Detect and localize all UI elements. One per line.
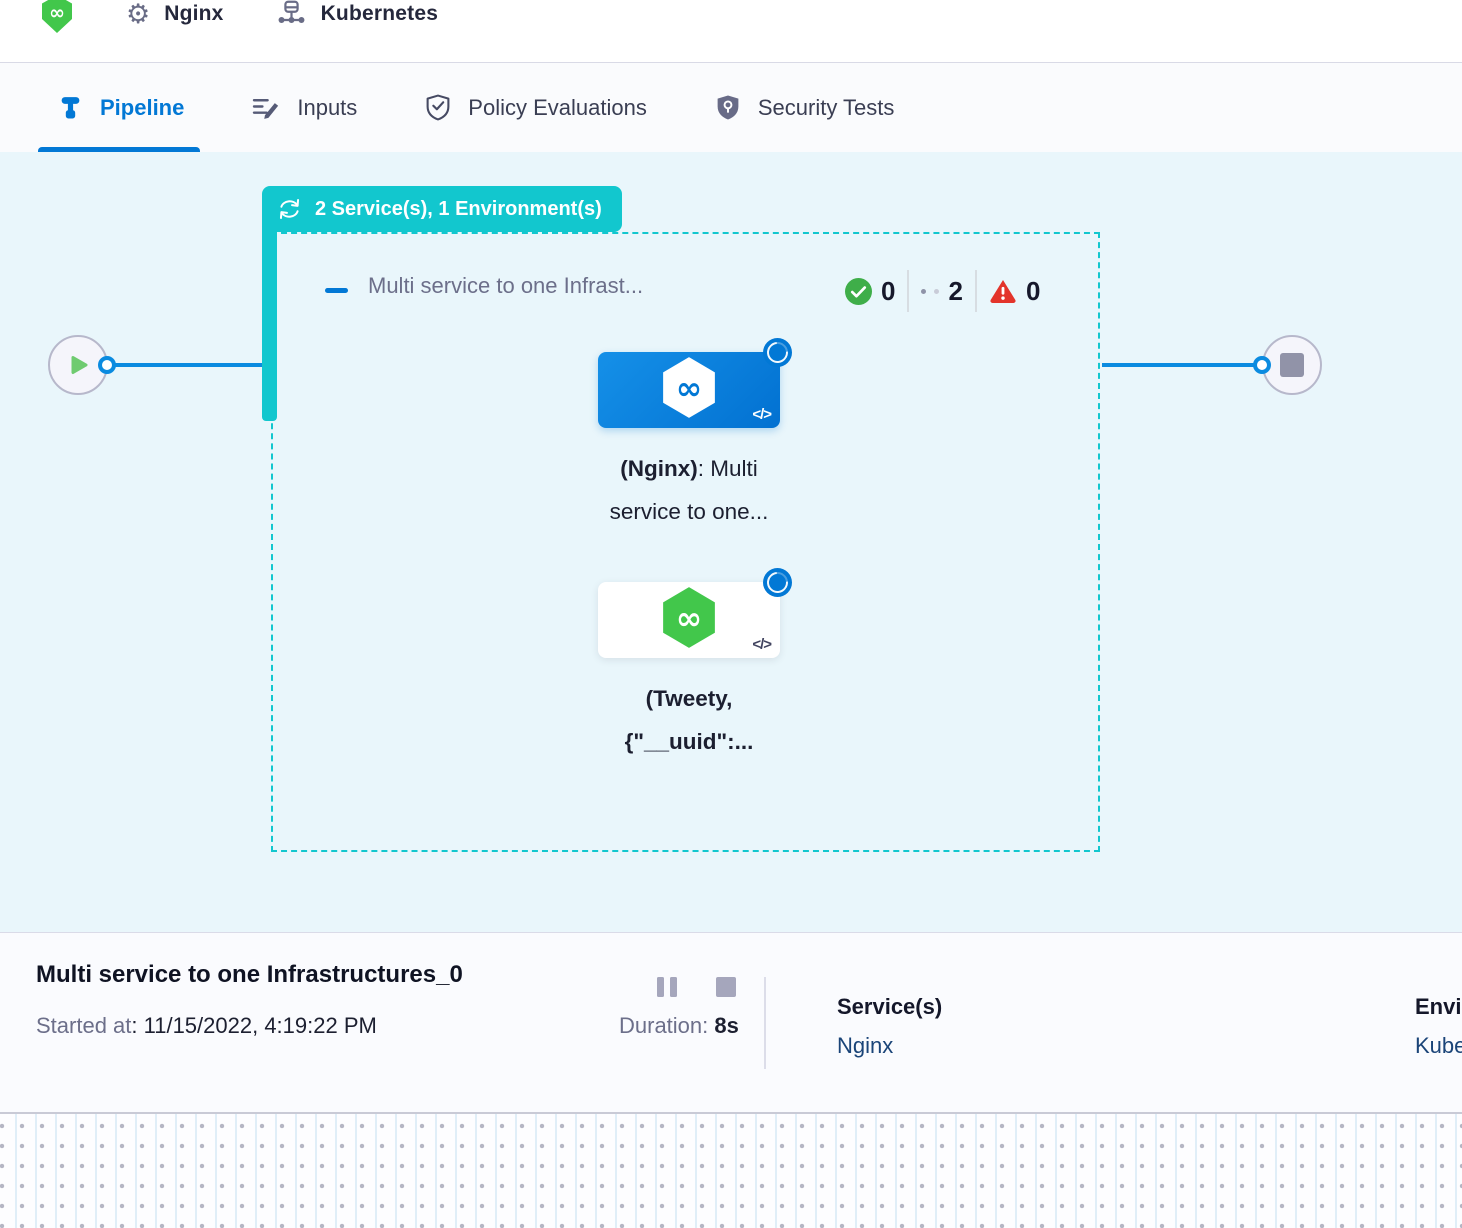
- service-node-nginx-label[interactable]: (Nginx): Multi service to one...: [609, 456, 769, 524]
- failed-warning-icon: [990, 280, 1016, 303]
- stage-header: Multi service to one Infrast... 0 2 0: [0, 269, 1462, 313]
- started-at-value: : 11/15/2022, 4:19:22 PM: [131, 1013, 377, 1038]
- harness-hexagon-icon: ∞: [663, 587, 715, 648]
- stop-square-icon: [1280, 353, 1304, 377]
- stage-status-counters: 0 2 0: [845, 269, 1040, 313]
- tab-security-tests[interactable]: Security Tests: [715, 63, 895, 152]
- environment-breadcrumb[interactable]: Kubernetes: [276, 0, 439, 30]
- counter-divider: [907, 270, 910, 312]
- security-shield-icon: [717, 95, 739, 120]
- svg-text:∞: ∞: [49, 2, 65, 24]
- svg-text:∞: ∞: [676, 371, 702, 407]
- service-name: Nginx: [164, 2, 224, 25]
- environments-label: Environment(s): [1415, 994, 1462, 1019]
- tab-pipeline-label: Pipeline: [100, 94, 185, 120]
- service-node-nginx[interactable]: ∞ </>: [598, 352, 780, 428]
- execution-summary-bar: Multi service to one Infrastructures_0 S…: [0, 932, 1462, 1112]
- running-spinner-badge: [763, 338, 792, 367]
- pipeline-canvas[interactable]: 2 Service(s), 1 Environment(s) Multi ser…: [0, 152, 1462, 932]
- code-icon: </>: [752, 406, 772, 423]
- tab-pipeline[interactable]: Pipeline: [38, 63, 201, 152]
- started-at-label: Started at: [36, 1013, 132, 1038]
- duration-value: 8s: [714, 1013, 739, 1038]
- services-label: Service(s): [837, 994, 943, 1019]
- console-grid-area[interactable]: [0, 1112, 1462, 1228]
- started-at: Started at: 11/15/2022, 4:19:22 PM: [36, 1013, 377, 1039]
- running-dots-icon: [921, 288, 940, 294]
- execution-tabbar: Pipeline Inputs Policy Evaluations: [0, 62, 1462, 152]
- running-spinner-badge: [763, 568, 792, 597]
- tab-policy-evaluations[interactable]: Policy Evaluations: [425, 63, 647, 152]
- counter-divider: [974, 270, 977, 312]
- pipeline-icon: [61, 97, 80, 119]
- stage-group-box[interactable]: [271, 232, 1100, 852]
- stage-group-badge[interactable]: 2 Service(s), 1 Environment(s): [262, 186, 622, 232]
- cycle-arrows-icon: [279, 199, 300, 219]
- stage-group-badge-label: 2 Service(s), 1 Environment(s): [315, 197, 602, 220]
- success-check-icon: [845, 277, 872, 305]
- play-icon: [71, 356, 88, 374]
- failed-count: 0: [1025, 275, 1041, 306]
- service-node-tweety-label[interactable]: (Tweety, {"__uuid":...: [624, 686, 754, 754]
- harness-service-icon: ∞: [42, 0, 72, 33]
- running-count: 2: [948, 275, 963, 306]
- stage-group-side-rail: [262, 212, 277, 421]
- code-icon: </>: [752, 636, 772, 653]
- tab-security-tests-label: Security Tests: [757, 94, 895, 120]
- pipeline-end-node: [1262, 335, 1322, 395]
- active-tab-underline: [38, 147, 201, 152]
- edge-start-to-stage: [108, 363, 271, 367]
- end-connector-port: [1253, 356, 1271, 374]
- stop-button[interactable]: [716, 977, 736, 997]
- services-link[interactable]: Nginx: [837, 1033, 894, 1058]
- collapse-stage-button[interactable]: [325, 288, 348, 293]
- tab-inputs[interactable]: Inputs: [252, 63, 357, 152]
- harness-hexagon-icon: ∞: [663, 357, 715, 418]
- services-summary: Service(s) Nginx: [837, 994, 942, 1059]
- footer-divider: [764, 977, 766, 1069]
- inputs-icon: [253, 98, 279, 119]
- infrastructure-icon: [278, 0, 305, 23]
- pause-button[interactable]: [657, 977, 677, 997]
- service-node-tweety[interactable]: ∞ </>: [598, 582, 780, 658]
- edge-stage-to-end: [1102, 363, 1262, 367]
- gear-icon: ⚙: [126, 0, 151, 30]
- environments-link[interactable]: Kubernetes: [1415, 1033, 1462, 1058]
- stage-title: Multi service to one Infrast...: [368, 273, 644, 298]
- environment-name: Kubernetes: [320, 2, 439, 25]
- breadcrumb-bar: ∞ ⚙ Nginx Ku: [0, 0, 1462, 62]
- service-breadcrumb[interactable]: ⚙ Nginx: [126, 1, 224, 28]
- execution-title: Multi service to one Infrastructures_0: [36, 961, 463, 988]
- svg-text:∞: ∞: [676, 601, 702, 637]
- duration: Duration: 8s: [619, 1013, 739, 1039]
- start-connector-port: [98, 356, 116, 374]
- tab-policy-evaluations-label: Policy Evaluations: [468, 94, 647, 120]
- environments-summary: Environment(s) Kubernetes: [1415, 994, 1462, 1059]
- pipeline-entity[interactable]: ∞: [40, 0, 74, 34]
- policy-shield-check-icon: [426, 94, 450, 121]
- success-count: 0: [881, 275, 896, 306]
- duration-label: Duration:: [619, 1013, 715, 1038]
- tab-inputs-label: Inputs: [297, 94, 358, 120]
